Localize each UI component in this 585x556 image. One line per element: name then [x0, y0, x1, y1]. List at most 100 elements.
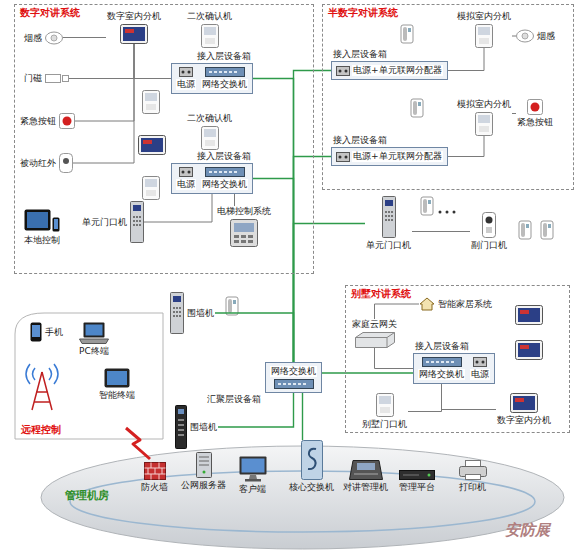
label-text: 电源+单元联网分配器 [352, 65, 443, 76]
system-region: 半数字对讲系统模拟室内分机接入层设备箱电源+单元联网分配器烟感模拟室内分机接入层… [322, 4, 574, 190]
label-text: 烟感 [536, 31, 556, 42]
connector [317, 372, 418, 373]
system-region: 别墅对讲系统智能家居系统家庭云网关接入层设备箱电源网络交换机别墅门口机数字室内分… [345, 285, 570, 433]
device-icon [179, 167, 193, 177]
device-icon-art [376, 393, 394, 417]
device: 本地控制 [23, 209, 61, 246]
device-icon-art [144, 462, 166, 480]
device: 单元门口机 [81, 201, 144, 243]
label-text: 半数字对讲系统 [327, 7, 399, 19]
device-icon [30, 322, 42, 342]
connector [73, 44, 134, 163]
device: 管理平台 [398, 470, 436, 493]
device: 被动红外 [19, 153, 73, 173]
device: 公网服务器 [180, 452, 227, 491]
label-text: 防火墙 [140, 482, 169, 493]
device-icon-art [382, 196, 396, 238]
device-icon-art [355, 332, 395, 348]
device-icon-art [301, 440, 323, 480]
handset [411, 99, 423, 117]
device-icon [120, 24, 148, 44]
connector [234, 194, 235, 206]
label-text: 管理平台 [398, 482, 436, 493]
device-icon-art [104, 368, 130, 388]
connector [134, 44, 171, 79]
device-icon [527, 99, 543, 115]
device-icon [45, 74, 69, 83]
label-text: 围墙机 [186, 308, 215, 319]
label-text: 智能家居系统 [437, 299, 493, 310]
equipment-box: 接入层设备箱电源网络交换机 [171, 163, 253, 194]
device-icon [516, 29, 534, 43]
device-icon-art [120, 24, 148, 44]
connector [442, 380, 497, 410]
label-text: 网络交换机 [270, 366, 317, 377]
label-text: 数字室内分机 [106, 11, 162, 22]
label-text: 接入层设备箱 [196, 151, 252, 162]
device: 客户端 [238, 456, 267, 495]
device-icon [79, 322, 109, 344]
device-icon [382, 196, 396, 238]
label-text: 客户端 [238, 484, 267, 495]
label-text: 打印机 [458, 482, 487, 493]
device-icon [419, 297, 435, 311]
equipment-box: 汇聚层设备箱网络交换机 [265, 362, 322, 393]
device-icon [475, 112, 493, 136]
label-text: 模拟室内分机 [456, 99, 512, 110]
device-icon [201, 126, 219, 150]
indoor-unit [516, 306, 543, 325]
connector [302, 389, 303, 440]
device: 围墙机 [170, 292, 215, 334]
label-text: 接入层设备箱 [414, 341, 470, 352]
device: 门磁 [23, 73, 69, 84]
handset [401, 25, 413, 43]
label-text: 智能终端 [98, 390, 136, 401]
device: 模拟室内分机 [456, 99, 512, 136]
label-text: 二次确认机 [186, 11, 233, 22]
device: 二次确认机 [186, 11, 233, 48]
device-icon-art [59, 153, 73, 173]
handset [541, 221, 553, 239]
device-icon-art [482, 212, 496, 238]
device-icon-art [45, 31, 63, 45]
device-icon-art [179, 67, 193, 77]
device-icon [422, 357, 462, 367]
device-icon-art [419, 297, 435, 311]
label-text: 二次确认机 [186, 113, 233, 124]
label-text: 接入层设备箱 [196, 51, 252, 62]
device-icon-art [175, 405, 187, 449]
label-text: 单元门口机 [365, 240, 412, 251]
device-icon-art [205, 167, 245, 177]
device-icon [336, 152, 350, 162]
system-region: 数字对讲系统数字室内分机二次确认机烟感门磁紧急按钮被动红外接入层设备箱电源网络交… [14, 4, 314, 274]
connector [443, 136, 485, 157]
label-text: 别墅对讲系统 [350, 288, 412, 300]
device-icon-art [510, 393, 538, 413]
label-text: 数字室内分机 [496, 415, 552, 426]
device: 二次确认机 [186, 113, 233, 150]
device-icon [24, 209, 60, 233]
label-text: 网络交换机 [201, 79, 248, 90]
device: 智能终端 [98, 368, 136, 401]
label-text: 家庭云网关 [351, 319, 398, 330]
equipment-box: 接入层设备箱电源网络交换机 [171, 63, 253, 94]
label-text: 管理机房 [64, 489, 110, 502]
device: 智能家居系统 [419, 297, 493, 311]
device: 别墅门口机 [361, 393, 408, 430]
connector [63, 37, 106, 38]
device: 数字室内分机 [496, 393, 552, 426]
device-icon [196, 452, 212, 478]
handset [421, 197, 433, 215]
device: 副门口机 [470, 212, 508, 251]
device: 数字室内分机 [106, 11, 162, 44]
device-icon-art [179, 167, 193, 177]
device-icon-art [79, 322, 109, 344]
radio-tower [26, 364, 58, 410]
indoor-unit [139, 136, 166, 155]
connector [215, 313, 294, 366]
device-icon-art [459, 460, 487, 480]
device: 网络交换机 [201, 67, 248, 90]
label-text: 模拟室内分机 [456, 11, 512, 22]
